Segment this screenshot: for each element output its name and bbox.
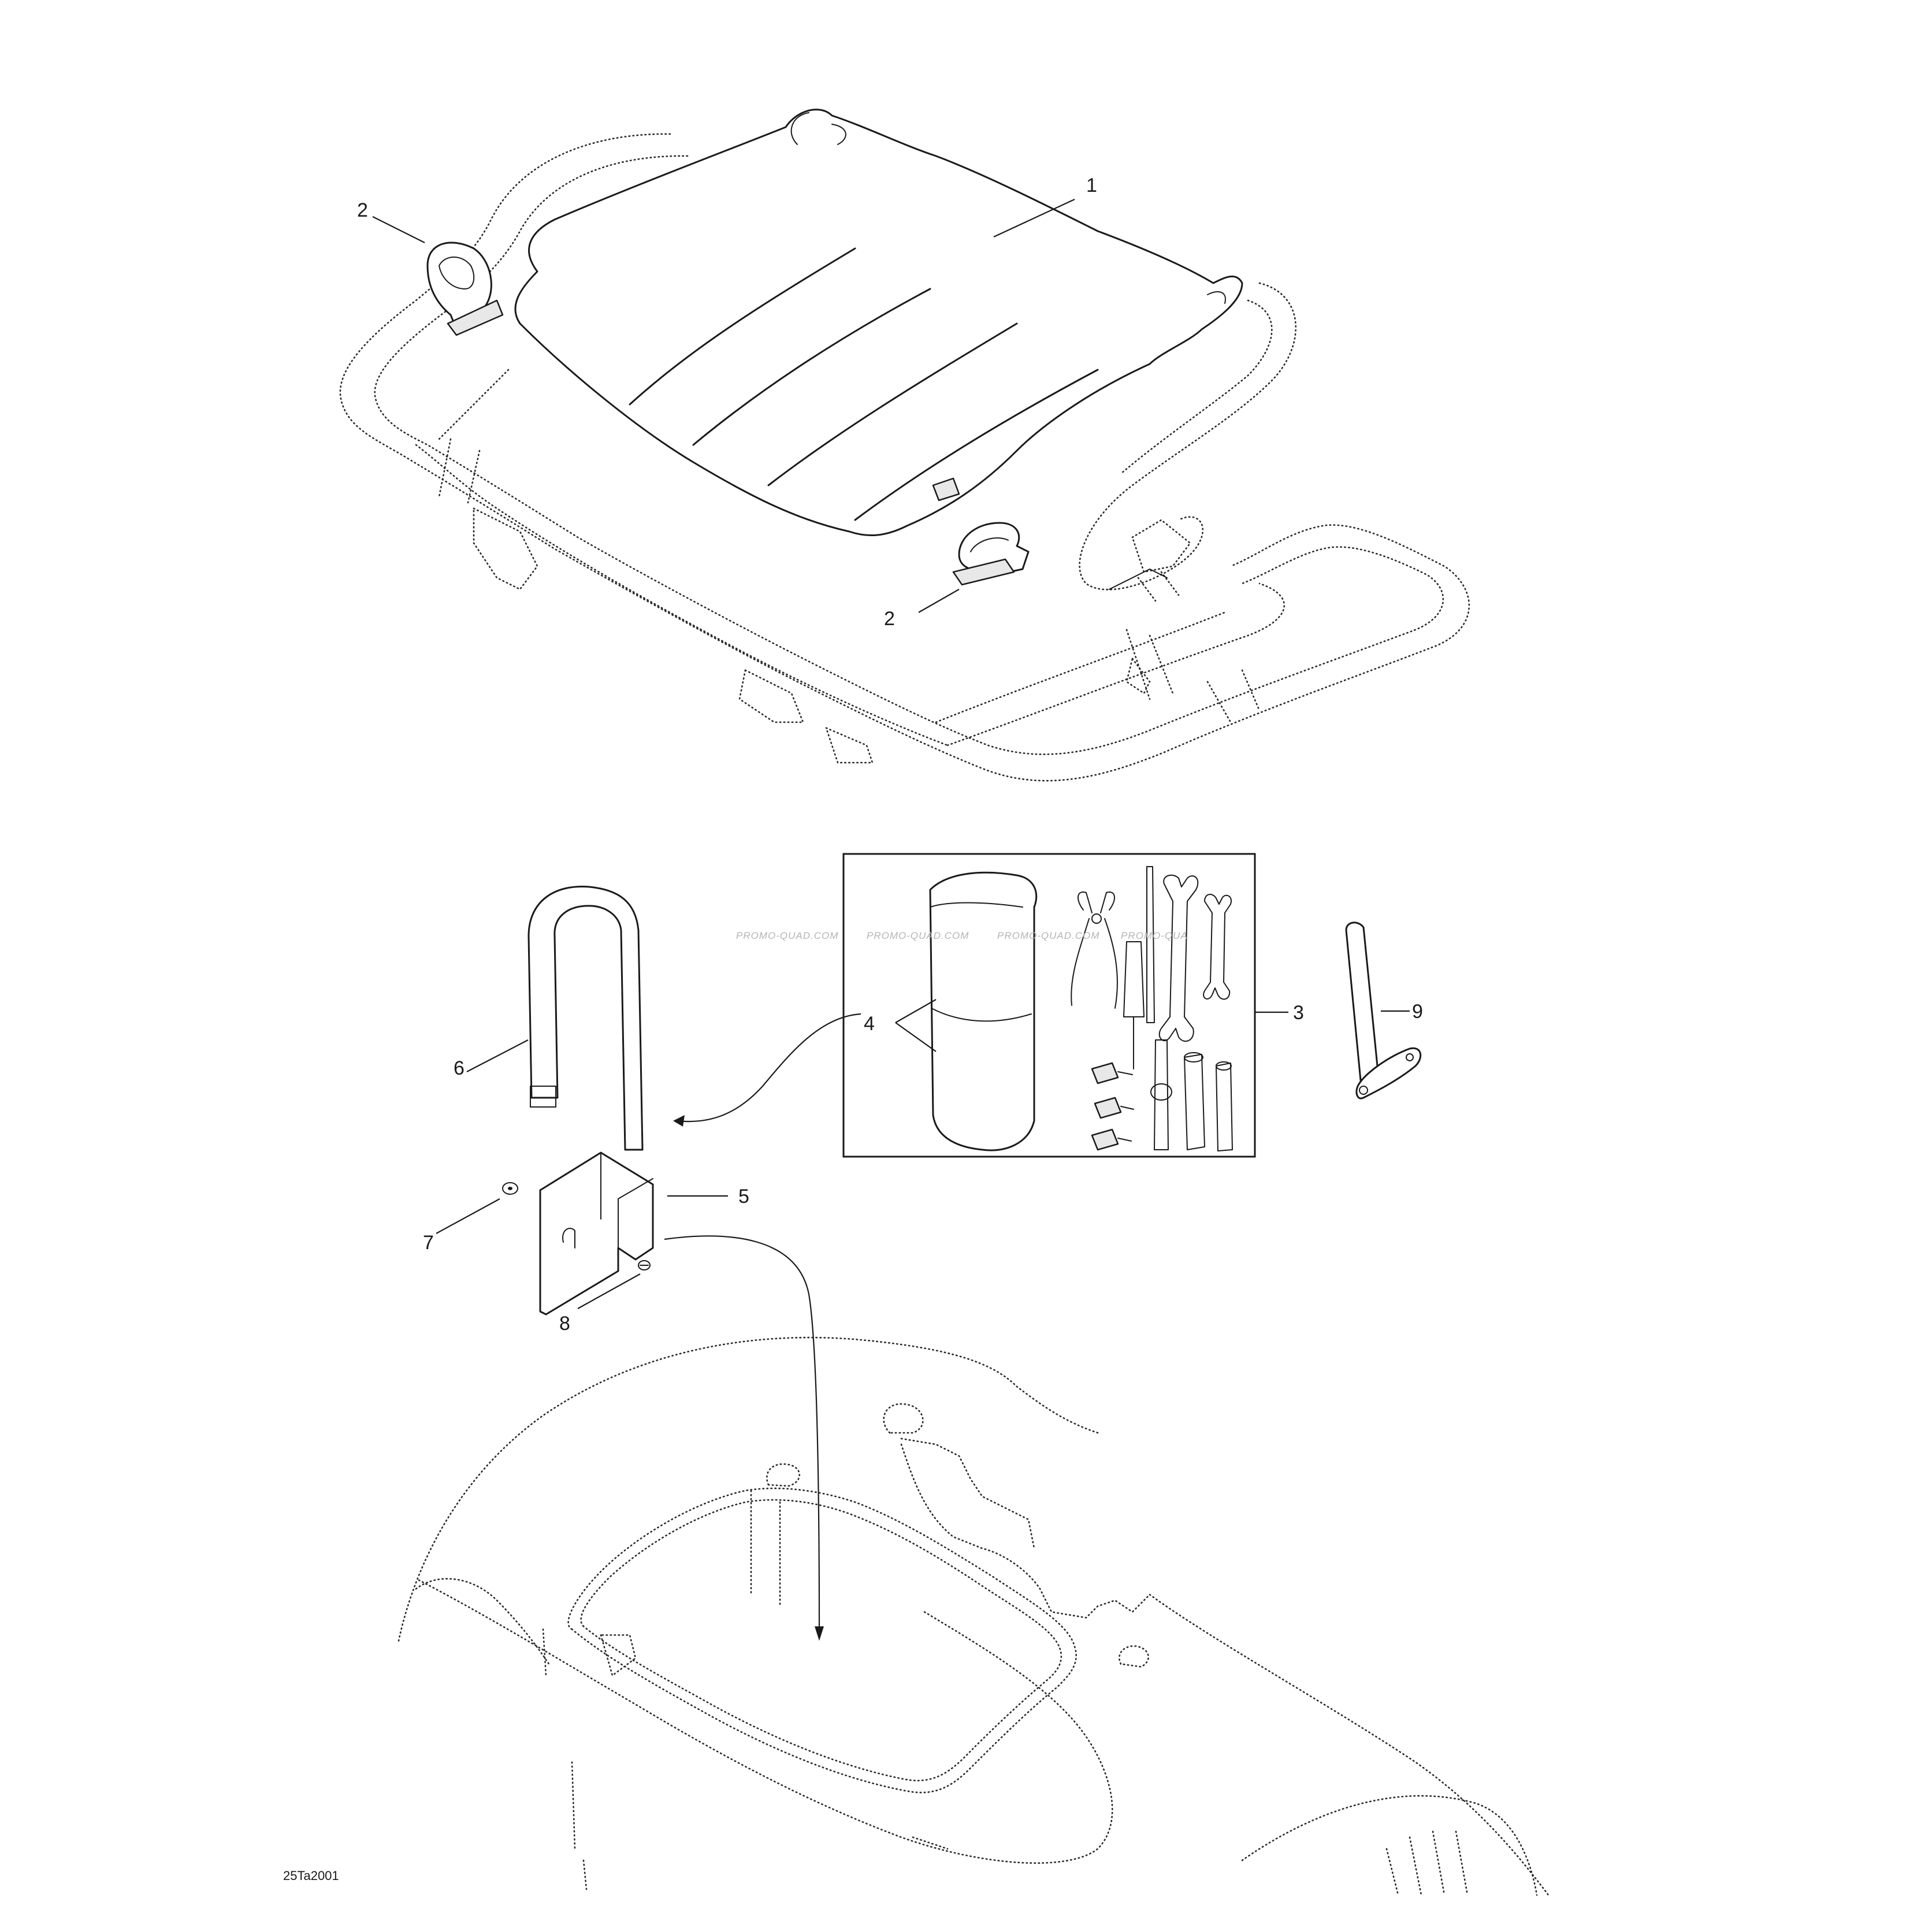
callout-2-upper: 2 (357, 199, 368, 221)
spark-plug-tool (1345, 922, 1422, 1099)
callout-7: 7 (423, 1232, 434, 1254)
tool-bag (929, 871, 1038, 1151)
seat-cushion (514, 109, 1243, 536)
rear-rack-frame (339, 133, 1470, 782)
open-end-wrench-icon (1158, 874, 1199, 1042)
callout-6: 6 (454, 1057, 465, 1079)
figure-code: 25Ta2001 (283, 1868, 339, 1883)
callout-9: 9 (1412, 1001, 1423, 1023)
mounting-clip-lower (918, 522, 1030, 613)
callout-2-lower: 2 (884, 608, 895, 630)
watermark-3: PROMO-QUAD.COM (997, 930, 1099, 941)
socket-wrench-icon (1150, 1039, 1233, 1151)
watermark-2: PROMO-QUAD.COM (867, 930, 969, 941)
washer (436, 1182, 518, 1234)
fuse-set-icon (1091, 1062, 1134, 1151)
watermark-1: PROMO-QUAD.COM (736, 930, 838, 941)
pliers-icon (1071, 891, 1118, 1009)
tool-kit (842, 853, 1288, 1158)
callout-5: 5 (738, 1186, 749, 1208)
tool-strap (466, 885, 644, 1151)
watermarks: PROMO-QUAD.COM PROMO-QUAD.COM PROMO-QUAD… (736, 930, 1188, 941)
screwdriver-icon (1123, 866, 1155, 1069)
watermark-4: PROMO-QUA (1121, 930, 1188, 941)
callout-8: 8 (559, 1313, 570, 1335)
callout-3: 3 (1293, 1002, 1304, 1024)
rear-fender (397, 1336, 1550, 1896)
screw (577, 1260, 651, 1309)
tool-holder-bracket (539, 1151, 728, 1316)
callout-1: 1 (1086, 174, 1097, 196)
assembly-arrows (664, 1013, 861, 1641)
callout-4: 4 (864, 1013, 875, 1035)
small-wrench-icon (1203, 894, 1232, 1000)
callout-labels: 1 2 2 3 4 5 6 7 8 9 (357, 174, 1423, 1335)
mounting-clip-upper (372, 216, 504, 336)
